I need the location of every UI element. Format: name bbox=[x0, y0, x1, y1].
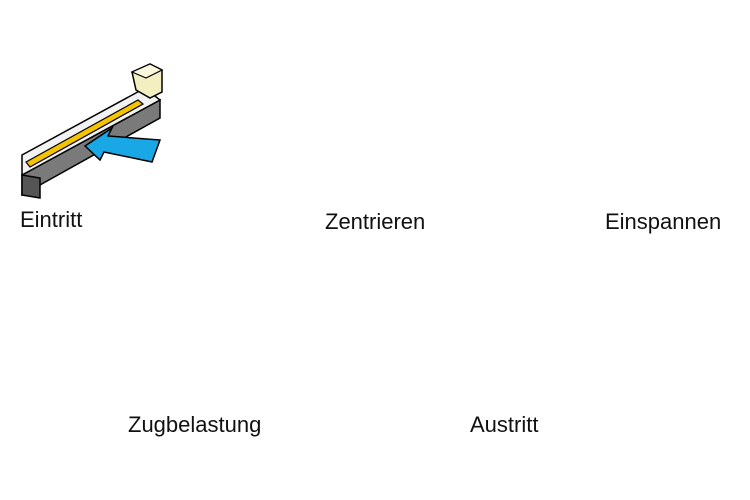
rail-with-entry-arrow-icon bbox=[21, 63, 164, 199]
entry-arrow bbox=[83, 125, 162, 163]
step-label-eintritt: Eintritt bbox=[20, 207, 83, 232]
step-label-austritt: Austritt bbox=[470, 412, 539, 437]
step-label-zentrieren: Zentrieren bbox=[325, 209, 426, 234]
clamp-block-top bbox=[130, 63, 164, 79]
step-label-einspannen: Einspannen bbox=[605, 209, 722, 234]
rail-front bbox=[21, 174, 41, 199]
specimen-strip bbox=[25, 99, 145, 168]
step-label-zugbelastung: Zugbelastung bbox=[128, 412, 262, 437]
